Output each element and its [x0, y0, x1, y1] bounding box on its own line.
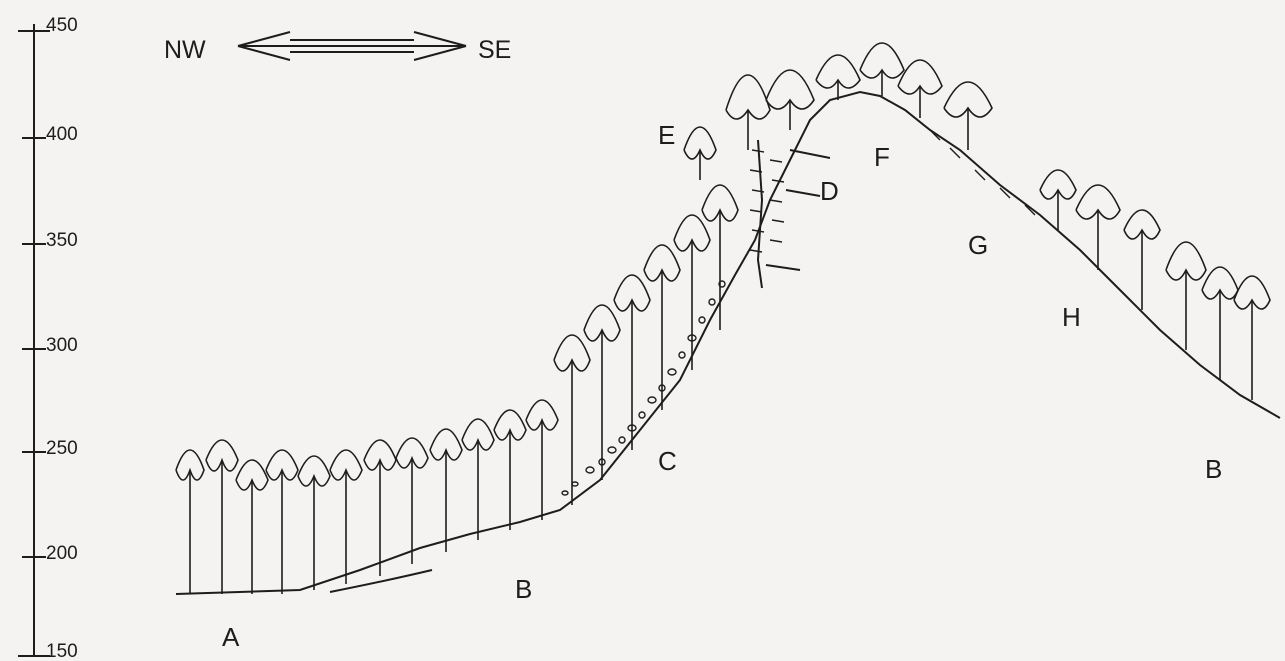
- ground-profile: [176, 92, 1280, 594]
- scale-label-400: 400: [46, 124, 78, 145]
- cliff-face-line: [758, 140, 762, 288]
- bedrock-line: [766, 265, 800, 270]
- scale-label-450: 450: [46, 15, 78, 36]
- scree-boulders: [562, 281, 725, 495]
- zone-labels: A B C D E F G H B: [222, 120, 1222, 652]
- scale-label-200: 200: [46, 543, 78, 564]
- double-arrow-icon: [238, 32, 466, 60]
- elevation-scale-labels: 450 400 350 300 250 200 150: [46, 15, 78, 661]
- zone-label-f: F: [874, 142, 890, 172]
- zone-label-b-left: B: [515, 574, 532, 604]
- direction-indicator: NW SE: [164, 32, 511, 64]
- zone-label-b-right: B: [1205, 454, 1222, 484]
- zone-label-h: H: [1062, 302, 1081, 332]
- bedrock-line: [786, 190, 820, 196]
- tree-group-valley: [176, 400, 558, 594]
- scale-label-250: 250: [46, 438, 78, 459]
- zone-label-c: C: [658, 446, 677, 476]
- scale-label-300: 300: [46, 335, 78, 356]
- direction-nw-label: NW: [164, 36, 206, 64]
- zone-label-e: E: [658, 120, 675, 150]
- scale-label-350: 350: [46, 230, 78, 251]
- zone-label-g: G: [968, 230, 988, 260]
- zone-label-d: D: [820, 176, 839, 206]
- scale-label-150: 150: [46, 641, 78, 661]
- cliff-ledge-line: [790, 150, 830, 158]
- forest-trees: [176, 43, 1270, 594]
- tree-group-slope: [554, 185, 738, 505]
- tree-group-downslope: [1040, 170, 1270, 400]
- direction-se-label: SE: [478, 36, 511, 64]
- zone-label-a: A: [222, 622, 240, 652]
- tree-group-summit: [684, 43, 992, 180]
- ground-line: [176, 92, 1280, 594]
